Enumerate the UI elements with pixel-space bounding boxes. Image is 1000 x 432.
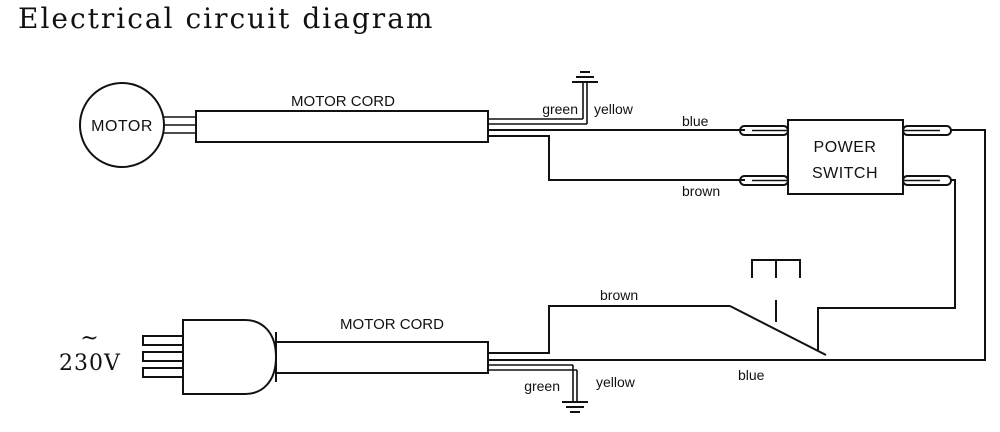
top-cord-label: MOTOR CORD — [291, 93, 395, 110]
top-brown-label: brown — [682, 183, 720, 199]
bottom-blue-label: blue — [738, 367, 765, 383]
ac-tilde: ~ — [80, 326, 99, 351]
bottom-cord-sheath — [275, 341, 489, 374]
switch-output-connectors — [902, 125, 952, 186]
bottom-cord-ground-wires — [488, 364, 578, 401]
power-switch-line1: POWER — [814, 139, 877, 156]
power-switch-line2: SWITCH — [812, 165, 878, 182]
motor: MOTOR — [79, 82, 165, 168]
top-ground-green-label: green — [542, 101, 578, 117]
bottom-brown-label: brown — [600, 287, 638, 303]
bottom-ground-icon — [562, 401, 588, 413]
bottom-ground-green-label: green — [524, 378, 560, 394]
power-switch: POWER SWITCH — [787, 119, 904, 195]
switch-input-connectors — [739, 125, 789, 186]
bottom-cord-label: MOTOR CORD — [340, 316, 444, 333]
diagram-title: Electrical circuit diagram — [18, 2, 435, 35]
power-switch-box — [787, 119, 904, 195]
bottom-brown-wire — [488, 305, 730, 354]
top-blue-label: blue — [682, 113, 709, 129]
top-motor-cord: MOTOR CORD — [195, 93, 489, 143]
pushbutton-switch — [729, 259, 827, 356]
motor-label: MOTOR — [91, 118, 153, 135]
bottom-motor-cord: MOTOR CORD — [275, 316, 489, 374]
top-ground-icon — [572, 71, 598, 83]
plug-icon — [142, 319, 278, 395]
top-ground-yellow-label: yellow — [594, 101, 634, 117]
top-cord-sheath — [195, 110, 489, 143]
switch-return-wires — [488, 129, 986, 361]
top-cord-wires — [488, 82, 745, 181]
bottom-ground-yellow-label: yellow — [596, 374, 636, 390]
motor-leads — [163, 116, 196, 134]
voltage-label: 230V — [59, 351, 121, 376]
